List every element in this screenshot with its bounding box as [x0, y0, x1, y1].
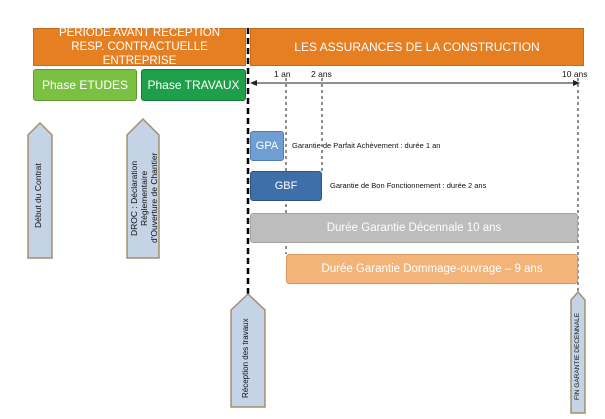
header-periode-avant-reception: PERIODE AVANT RECEPTION RESP. CONTRACTUE… [33, 27, 246, 67]
label-droc: DROC : Déclaration Réglementaire d'Ouver… [129, 142, 159, 254]
label-droc-line3: d'Ouverture de Chantier [149, 152, 159, 244]
gbf-note: Garantie de Bon Fonctionnement : durée 2… [330, 181, 487, 190]
label-droc-line1: DROC : Déclaration [129, 160, 139, 236]
label-debut-contrat: Début du Contrat [33, 163, 43, 229]
label-reception-travaux: Réception des travaux [241, 318, 250, 398]
gpa-box: GPA [250, 131, 284, 161]
gpa-note: Garantie de Parfait Achèvement : durée 1… [292, 141, 441, 150]
arrow-debut-contrat [27, 121, 53, 259]
header-assurances-construction: LES ASSURANCES DE LA CONSTRUCTION [250, 28, 584, 66]
phase-travaux-box: Phase TRAVAUX [141, 69, 246, 101]
dommage-ouvrage-bar: Durée Garantie Dommage-ouvrage – 9 ans [286, 254, 578, 284]
timeline-arrow-right [573, 80, 580, 86]
arrow-droc [126, 117, 160, 259]
arrow-fin-decennale [570, 290, 586, 414]
decennale-bar: Durée Garantie Décennale 10 ans [250, 213, 578, 243]
tick-2-ans: 2 ans [311, 69, 332, 79]
label-fin-garantie-decennale: FIN GARANTIE DECENNALE [574, 312, 581, 401]
gbf-box: GBF [250, 171, 322, 201]
tick-10-ans: 10 ans [562, 69, 588, 79]
header-left-line2: RESP. CONTRACTUELLE ENTREPRISE [71, 41, 208, 67]
arrow-reception [230, 292, 266, 408]
header-left-line1: PERIODE AVANT RECEPTION [58, 27, 221, 39]
tick-1-an: 1 an [274, 69, 291, 79]
label-droc-line2: Réglementaire [139, 170, 149, 226]
phase-etudes-box: Phase ETUDES [33, 69, 137, 101]
timeline-arrow-left [250, 80, 257, 86]
